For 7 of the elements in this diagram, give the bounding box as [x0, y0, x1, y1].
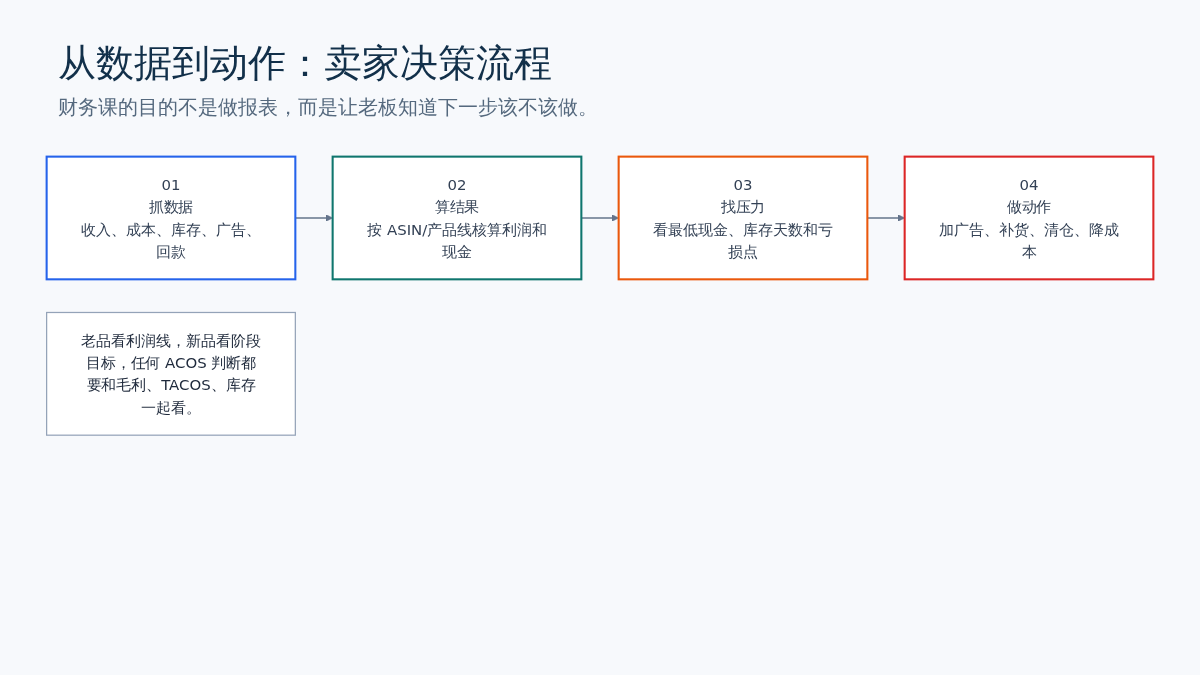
- subtitle: 财务课的目的不是做报表，而是让老板知道下一步该不该做。: [58, 94, 598, 121]
- node-box: 04 做动作 加广告、补货、清仓、降成本: [903, 155, 1155, 281]
- node-box: 01 抓数据 收入、成本、库存、广告、回款: [45, 155, 297, 281]
- title: 从数据到动作：卖家决策流程: [58, 40, 552, 87]
- node-box: 02 算结果 按 ASIN/产品线核算利润和现金: [331, 155, 583, 281]
- node-box: 03 找压力 看最低现金、库存天数和亏损点: [617, 155, 869, 281]
- node-box: 老品看利润线，新品看阶段目标，任何 ACOS 判断都要和毛利、TACOS、库存一起看。: [46, 311, 296, 436]
